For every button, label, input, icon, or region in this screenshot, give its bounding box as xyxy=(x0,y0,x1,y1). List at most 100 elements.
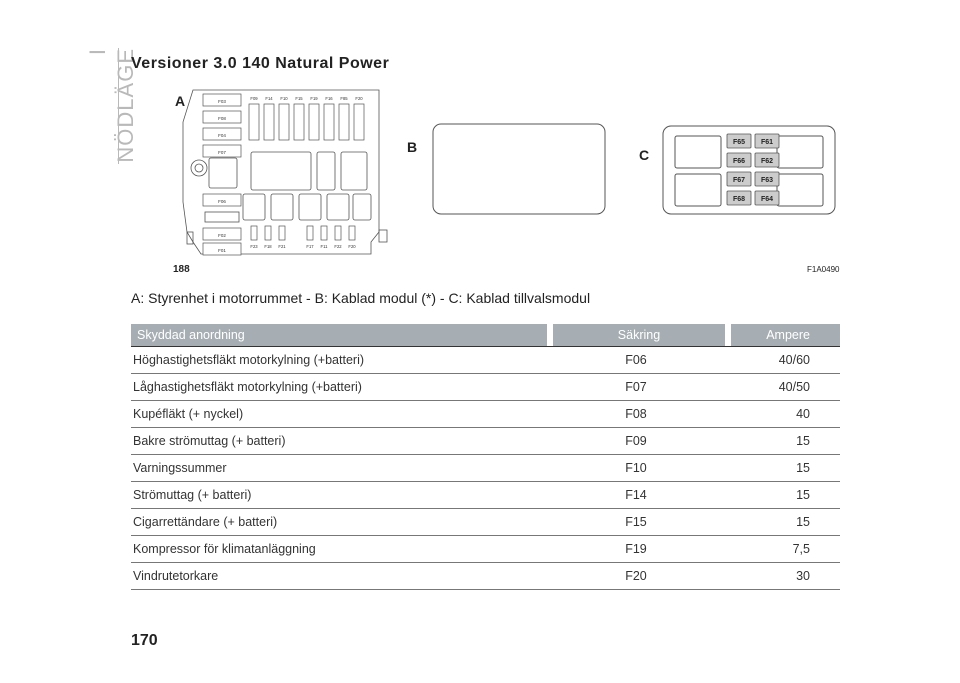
fuse-a-top-label: F09 xyxy=(250,96,258,101)
device-cell: Bakre strömuttag (+ batteri) xyxy=(131,427,547,455)
fuse-a-bottom: F23 xyxy=(250,225,258,249)
fuse-a-bottom-label: F20 xyxy=(348,244,356,249)
fuse-a-left-label: F08 xyxy=(218,116,226,121)
fuse-a-left: F04 xyxy=(202,127,242,141)
fuse-a-top: F10 xyxy=(278,96,290,141)
fuse-cell: F14 xyxy=(547,481,725,509)
fuse-table: Skyddad anordning Säkring Ampere Höghast… xyxy=(131,324,840,590)
fuse-a-left: F01 xyxy=(202,242,242,256)
fuse-box-b xyxy=(432,123,606,215)
fuse-a-bottom: F11 xyxy=(321,225,329,249)
fuse-c-label: F61 xyxy=(761,139,773,146)
ampere-cell: 40 xyxy=(725,400,840,428)
ampere-cell: 15 xyxy=(725,481,840,509)
fuse-box-c xyxy=(662,125,836,215)
device-cell: Höghastighetsfläkt motorkylning (+batter… xyxy=(131,346,547,374)
fuse-a-bottom-label: F18 xyxy=(264,244,272,249)
label-b: B xyxy=(407,139,417,155)
header-fuse: Säkring xyxy=(553,324,725,347)
fuse-a-bottom: F17 xyxy=(306,225,314,249)
fuse-a-left-label: F02 xyxy=(218,233,226,238)
fuse-c: F68 xyxy=(726,190,752,206)
fuse-a-left: F07 xyxy=(202,144,242,158)
page-number: 170 xyxy=(131,632,158,649)
fuse-c-label: F66 xyxy=(733,158,745,165)
label-c: C xyxy=(639,147,649,163)
fuse-a-top: F16 xyxy=(323,96,335,141)
fuse-a-top: F09 xyxy=(248,96,260,141)
fuse-a-top-label: F85 xyxy=(340,96,348,101)
section-tab-label: I NÖDLÄGE xyxy=(85,48,138,163)
fuse-cell: F15 xyxy=(547,508,725,536)
device-cell: Låghastighetsfläkt motorkylning (+batter… xyxy=(131,373,547,401)
fuse-a-top: F19 xyxy=(308,96,320,141)
fuse-a-left-label: F07 xyxy=(218,150,226,155)
device-cell: Varningssummer xyxy=(131,454,547,482)
fuse-cell: F10 xyxy=(547,454,725,482)
fuse-a-top-label: F14 xyxy=(265,96,273,101)
ampere-cell: 40/50 xyxy=(725,373,840,401)
ampere-cell: 15 xyxy=(725,427,840,455)
table-row: Höghastighetsfläkt motorkylning (+batter… xyxy=(131,346,840,374)
fuse-cell: F20 xyxy=(547,562,725,590)
fuse-c: F64 xyxy=(754,190,780,206)
fuse-a-bottom-label: F17 xyxy=(306,244,314,249)
figure-code: F1A0490 xyxy=(807,265,840,274)
fuse-c: F67 xyxy=(726,171,752,187)
ampere-cell: 7,5 xyxy=(725,535,840,563)
figure-number: 188 xyxy=(173,264,190,275)
header-ampere: Ampere xyxy=(731,324,840,347)
device-cell: Cigarrettändare (+ batteri) xyxy=(131,508,547,536)
section-divider xyxy=(118,48,119,164)
ampere-cell: 30 xyxy=(725,562,840,590)
fuse-box-a xyxy=(182,89,388,255)
fuse-c-label: F62 xyxy=(761,158,773,165)
table-header-row: Skyddad anordning Säkring Ampere xyxy=(131,324,840,347)
fuse-cell: F19 xyxy=(547,535,725,563)
device-cell: Strömuttag (+ batteri) xyxy=(131,481,547,509)
fuse-a-top-label: F15 xyxy=(295,96,303,101)
fuse-a-left: F03 xyxy=(202,93,242,107)
fuse-a-bottom-label: F11 xyxy=(321,244,329,249)
fuse-a-top-label: F19 xyxy=(310,96,318,101)
fuse-a-left: F02 xyxy=(202,227,242,241)
device-cell: Kupéfläkt (+ nyckel) xyxy=(131,400,547,428)
fuse-a-left: F08 xyxy=(202,110,242,124)
fuse-a-left-label: F06 xyxy=(218,199,226,204)
section-tab: I NÖDLÄGE xyxy=(84,48,138,168)
device-cell: Kompressor för klimatanläggning xyxy=(131,535,547,563)
header-device: Skyddad anordning xyxy=(131,324,547,347)
label-a: A xyxy=(175,93,185,109)
fuse-box-a-top-row: F09 F14 F10 F15 F19 F16 F85 F20 xyxy=(248,96,365,141)
fuse-a-left: F06 xyxy=(202,193,242,207)
fuse-a-top-label: F10 xyxy=(280,96,288,101)
fuse-c: F61 xyxy=(754,133,780,149)
fuse-c-label: F64 xyxy=(761,196,773,203)
fuse-a-top: F85 xyxy=(338,96,350,141)
device-cell: Vindrutetorkare xyxy=(131,562,547,590)
fuse-c-label: F65 xyxy=(733,139,745,146)
fuse-a-bottom-label: F23 xyxy=(250,244,258,249)
fuse-c: F65 xyxy=(726,133,752,149)
fuse-c: F66 xyxy=(726,152,752,168)
fuse-c-label: F68 xyxy=(733,196,745,203)
fuse-a-top: F20 xyxy=(353,96,365,141)
ampere-cell: 15 xyxy=(725,454,840,482)
fuse-a-bottom-label: F22 xyxy=(334,244,342,249)
table-row: Låghastighetsfläkt motorkylning (+batter… xyxy=(131,373,840,401)
fuse-a-top-label: F20 xyxy=(355,96,363,101)
ampere-cell: 15 xyxy=(725,508,840,536)
fuse-a-left-label: F04 xyxy=(218,133,226,138)
fuse-c: F62 xyxy=(754,152,780,168)
fuse-a-top: F15 xyxy=(293,96,305,141)
fuse-a-left-label: F03 xyxy=(218,99,226,104)
fuse-a-bottom: F20 xyxy=(348,225,356,249)
